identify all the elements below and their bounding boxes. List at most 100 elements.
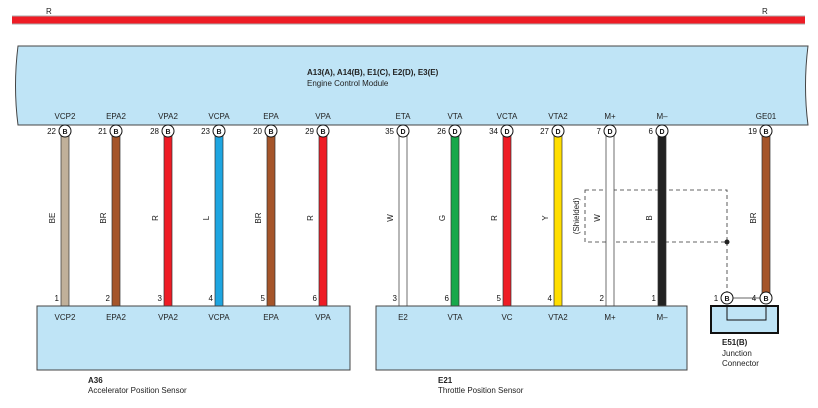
ecm-terminal-name-vpa2: VPA2 <box>158 112 178 121</box>
ecm-pin-marker-vcta <box>500 124 514 138</box>
ecm-pin-conn-vpa2: B <box>165 129 170 136</box>
ecm-pin-marker-epa <box>264 124 278 138</box>
e21-terminal-name-5: M+ <box>604 313 616 322</box>
ecm-pin-number-mminus: 6 <box>649 127 654 136</box>
ecm-pin-conn-vcta: D <box>504 129 509 136</box>
shield: (Shielded) <box>572 189 730 293</box>
a36-terminal-name-6: VPA <box>315 313 331 322</box>
power-rail-color-label-right: R <box>762 7 768 16</box>
wire-color-label-mminus: B <box>645 215 654 220</box>
wire-color-label-vcpa: L <box>202 215 211 220</box>
wire-color-label-mplus: W <box>593 214 602 222</box>
ecm-pin-number-vcta: 34 <box>489 127 498 136</box>
ecm-terminal-name-epa: EPA <box>263 112 279 121</box>
e51-name-line2: Connector <box>722 359 759 368</box>
wire-ge01 <box>761 130 771 299</box>
wire-epa2 <box>111 130 121 307</box>
ecm-pin-number-vpa: 29 <box>305 127 314 136</box>
ecm-pin-marker-vta2 <box>551 124 565 138</box>
ecm-terminal-name-vta: VTA <box>448 112 464 121</box>
e51-inner-link <box>726 305 767 321</box>
ecm-pin-number-eta: 35 <box>385 127 394 136</box>
ecm-pin-number-mplus: 7 <box>597 127 602 136</box>
ecm-pin-number-vpa2: 28 <box>150 127 159 136</box>
a36-pin-number-6: 6 <box>313 294 318 303</box>
ecm-terminal-name-vcta: VCTA <box>497 112 518 121</box>
ecm-pin-number-vcpa: 23 <box>201 127 210 136</box>
e21-box <box>375 305 688 371</box>
ecm-terminal-name-eta: ETA <box>396 112 412 121</box>
ecm-terminal-name-mminus: M– <box>656 112 668 121</box>
a36-pin-number-4: 4 <box>209 294 214 303</box>
ecm-pin-conn-mplus: D <box>607 129 612 136</box>
wire-color-label-vcp2: BE <box>48 213 57 224</box>
e51-junction-connector: B 1 B 4 E51(B) Junction Connector <box>710 291 779 368</box>
power-rail: R R <box>12 7 805 25</box>
ecm-pin-number-epa: 20 <box>253 127 262 136</box>
wire-vpa2 <box>163 130 173 307</box>
a36-terminal-name-3: VPA2 <box>158 313 178 322</box>
wire-color-label-vta: G <box>438 215 447 221</box>
shield-label: (Shielded) <box>572 197 581 234</box>
e51-pin-right-marker <box>759 291 773 305</box>
ecm-pin-marker-vcpa <box>212 124 226 138</box>
ecm-terminal-name-ge01: GE01 <box>756 112 777 121</box>
ecm-terminal-name-epa2: EPA2 <box>106 112 126 121</box>
wire-vpa <box>318 130 328 307</box>
power-rail-color-label-left: R <box>46 7 52 16</box>
a36-box <box>36 305 351 371</box>
wire-color-label-vcta: R <box>490 215 499 221</box>
ecm-terminal-name-vcpa: VCPA <box>208 112 230 121</box>
e21-terminal-name-2: VTA <box>448 313 464 322</box>
wire-vta <box>450 130 460 307</box>
wire-color-label-vpa: R <box>306 215 315 221</box>
ecm-pin-number-vta2: 27 <box>540 127 549 136</box>
e21-pin-number-1: 3 <box>393 294 398 303</box>
e21-pin-number-3: 5 <box>497 294 502 303</box>
a36-pin-number-3: 3 <box>158 294 163 303</box>
ecm-pin-marker-ge01 <box>759 124 773 138</box>
ecm-pin-conn-eta: D <box>400 129 405 136</box>
ecm-pin-conn-vpa: B <box>320 129 325 136</box>
e51-pin-left-conn: B <box>724 296 729 303</box>
e51-pin-right: 4 <box>752 294 757 303</box>
a36-terminal-name-1: VCP2 <box>55 313 76 322</box>
wire-vcpa <box>214 130 224 307</box>
ecm-pin-marker-vpa <box>316 124 330 138</box>
ecm-module: A13(A), A14(B), E1(C), E2(D), E3(E) Engi… <box>15 45 809 126</box>
e21-terminal-name-4: VTA2 <box>548 313 568 322</box>
e51-name-line1: Junction <box>722 349 752 358</box>
a36-terminal-name-5: EPA <box>263 313 279 322</box>
ecm-pin-number-vcp2: 22 <box>47 127 56 136</box>
e51-pin-left: 1 <box>714 294 719 303</box>
e21-pin-number-5: 2 <box>600 294 605 303</box>
ecm-terminal-name-mplus: M+ <box>604 112 616 121</box>
ecm-pin-number-epa2: 21 <box>98 127 107 136</box>
ecm-terminal-name-vpa: VPA <box>315 112 331 121</box>
e21-pin-number-4: 4 <box>548 294 553 303</box>
ecm-pin-conn-epa2: B <box>113 129 118 136</box>
wire-vta2 <box>553 130 563 307</box>
ecm-connector-line: A13(A), A14(B), E1(C), E2(D), E3(E) <box>307 68 439 77</box>
ecm-terminal-name-vcp2: VCP2 <box>55 112 76 121</box>
ecm-pin-conn-mminus: D <box>659 129 664 136</box>
e51-pin-right-conn: B <box>763 296 768 303</box>
ecm-pin-number-vta: 26 <box>437 127 446 136</box>
wire-color-label-ge01: BR <box>749 212 758 223</box>
ecm-pin-conn-vta: D <box>452 129 457 136</box>
e51-code: E51(B) <box>722 338 748 347</box>
wire-color-label-vpa2: R <box>151 215 160 221</box>
e21-code: E21 <box>438 376 453 385</box>
e21-pin-number-2: 6 <box>445 294 450 303</box>
ecm-pin-conn-vcpa: B <box>216 129 221 136</box>
ecm-box <box>15 45 809 126</box>
wire-vcta <box>502 130 512 307</box>
wire-color-label-vta2: Y <box>541 215 550 221</box>
ecm-pin-conn-ge01: B <box>763 129 768 136</box>
a36-pin-number-2: 2 <box>106 294 111 303</box>
